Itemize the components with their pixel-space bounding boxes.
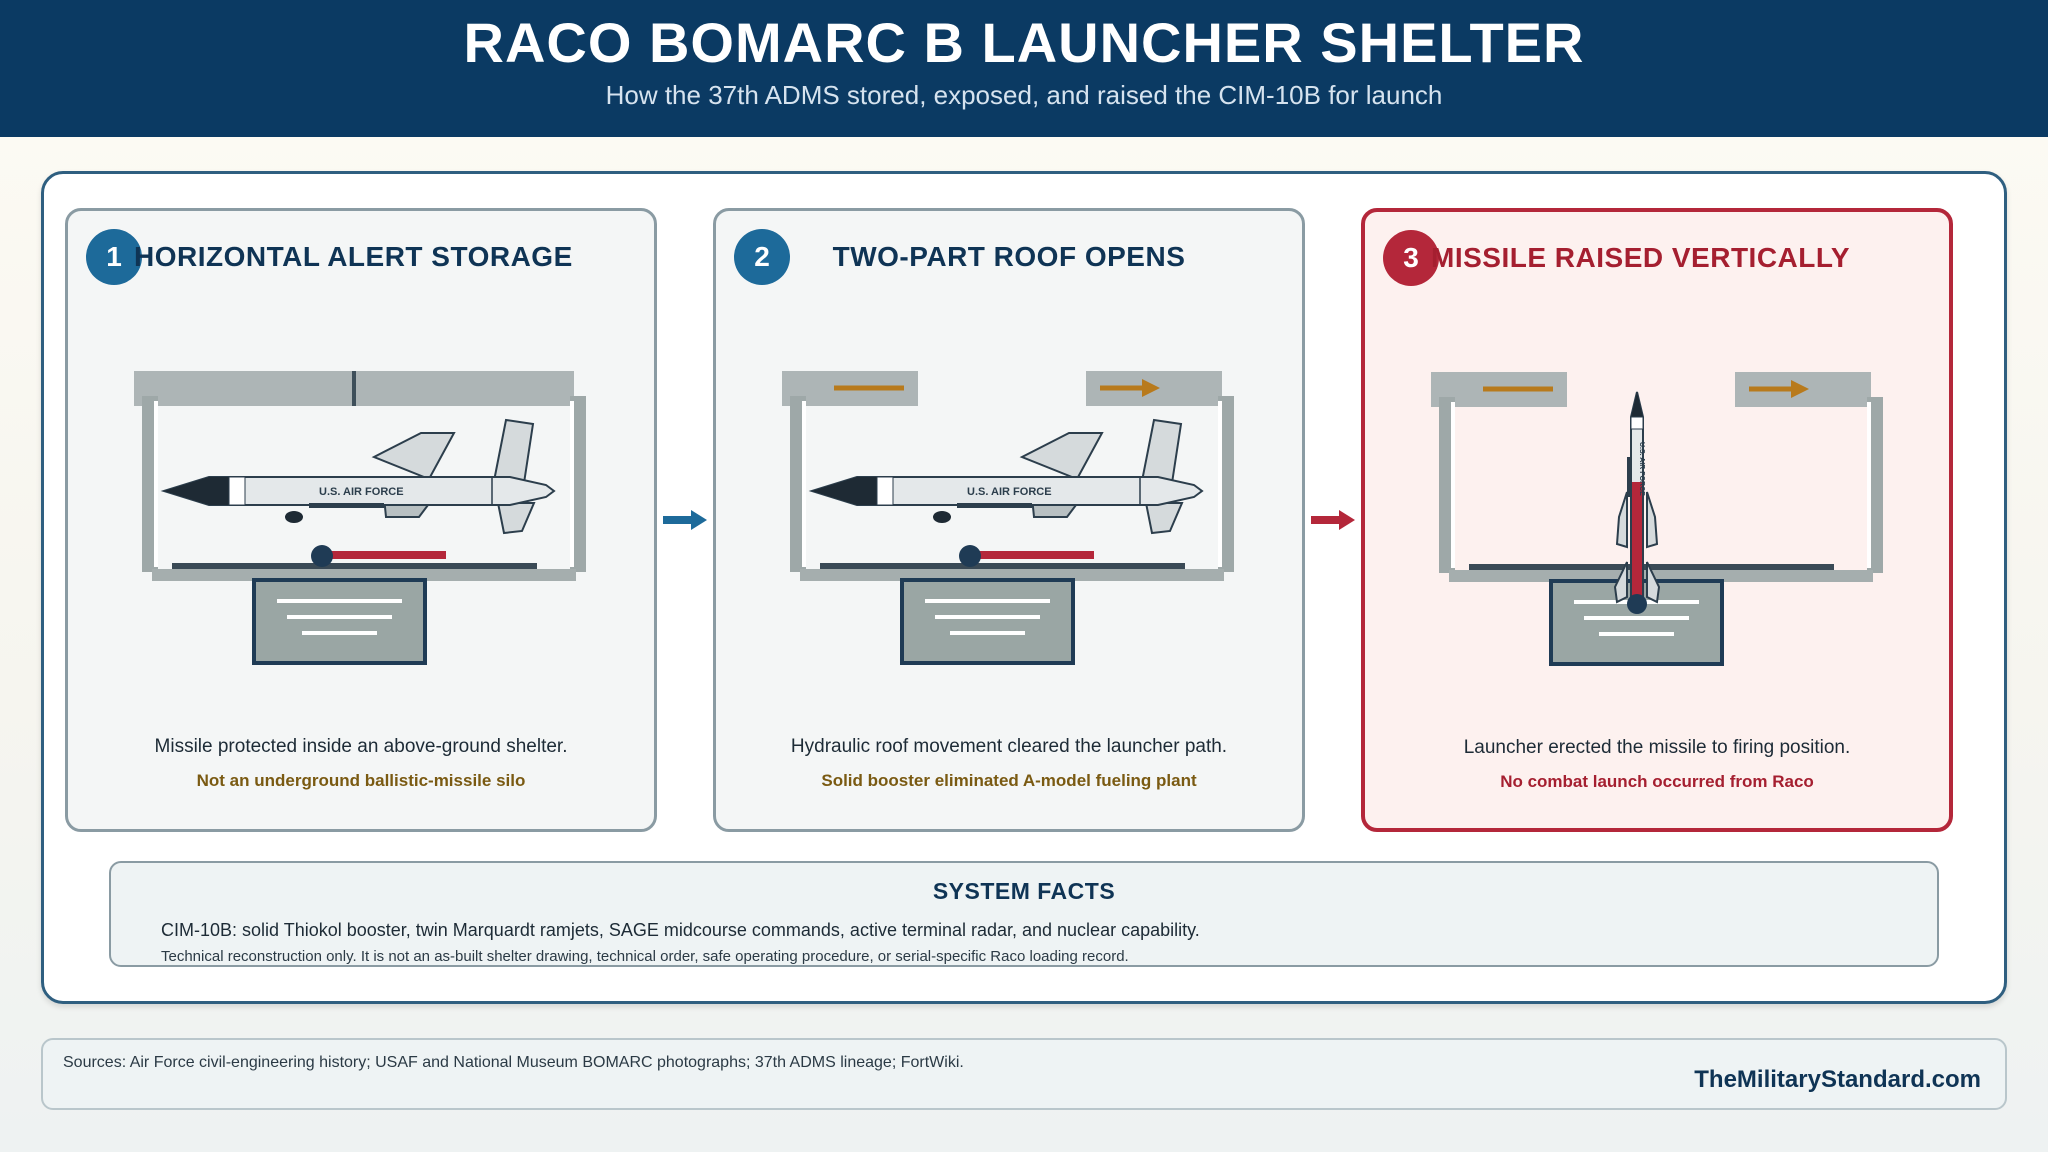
step-number-badge: 3 — [1383, 230, 1439, 286]
step-number-badge: 1 — [86, 229, 142, 285]
page-title: RACO BOMARC B LAUNCHER SHELTER — [463, 11, 1585, 74]
step-note: Not an underground ballistic-missile sil… — [196, 771, 526, 790]
step-caption: Missile protected inside an above-ground… — [154, 736, 568, 757]
sources-text: Sources: Air Force civil-engineering his… — [63, 1054, 964, 1071]
facts-title: SYSTEM FACTS — [932, 878, 1116, 904]
step-number-badge: 2 — [734, 229, 790, 285]
right-arrow-icon — [1311, 510, 1355, 530]
step-panel-1: 1 HORIZONTAL ALERT STORAGE U.S. AIR FORC… — [65, 208, 657, 832]
footer: Sources: Air Force civil-engineering his… — [41, 1038, 2007, 1110]
facts-disclaimer: Technical reconstruction only. It is not… — [161, 948, 1129, 965]
header-banner: RACO BOMARC B LAUNCHER SHELTER How the 3… — [0, 0, 2048, 137]
facts-text: CIM-10B: solid Thiokol booster, twin Mar… — [161, 920, 1200, 940]
step-title: MISSILE RAISED VERTICALLY — [1431, 242, 1851, 273]
missile-erected-illustration: U.S. AIR FORCE — [1431, 372, 1885, 666]
missile-marking: U.S. AIR FORCE — [319, 486, 404, 498]
step-caption: Launcher erected the missile to firing p… — [1463, 737, 1851, 758]
step-panel-3: 3 MISSILE RAISED VERTICALLY U.S. AIR FOR… — [1361, 208, 1953, 832]
missile-marking: U.S. AIR FORCE — [967, 486, 1052, 498]
missile-horizontal: U.S. AIR FORCE — [163, 419, 555, 568]
right-arrow-icon — [663, 510, 707, 530]
right-arrow-icon — [1100, 379, 1160, 397]
step-title: TWO-PART ROOF OPENS — [832, 241, 1186, 272]
step-panel-2: 2 TWO-PART ROOF OPENS U.S. AIR FORCE Hyd… — [713, 208, 1305, 832]
brand-link[interactable]: TheMilitaryStandard.com — [1694, 1066, 1981, 1093]
missile-horizontal: U.S. AIR FORCE — [811, 419, 1203, 568]
shelter-closed-illustration: U.S. AIR FORCE — [134, 371, 588, 665]
step-note: No combat launch occurred from Raco — [1500, 772, 1814, 791]
step-title: HORIZONTAL ALERT STORAGE — [134, 241, 573, 272]
step-caption: Hydraulic roof movement cleared the laun… — [790, 736, 1228, 757]
system-facts-box: SYSTEM FACTS CIM-10B: solid Thiokol boos… — [109, 861, 1939, 967]
page-subtitle: How the 37th ADMS stored, exposed, and r… — [605, 80, 1443, 110]
step-note: Solid booster eliminated A-model fueling… — [821, 771, 1197, 790]
shelter-roof-open-illustration: U.S. AIR FORCE — [782, 371, 1236, 665]
right-arrow-icon — [1749, 380, 1809, 398]
missile-vertical: U.S. AIR FORCE — [1613, 391, 1661, 614]
missile-marking: U.S. AIR FORCE — [1638, 442, 1645, 496]
